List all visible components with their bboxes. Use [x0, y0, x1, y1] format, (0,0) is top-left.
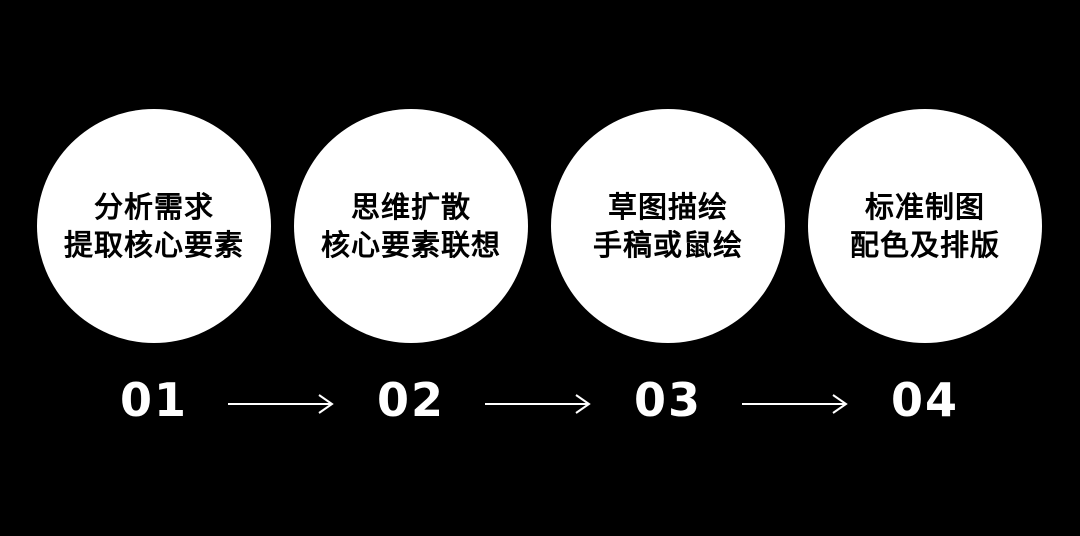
- step-3-subtitle: 手稿或鼠绘: [592, 228, 743, 262]
- step-2-circle: 思维扩散 核心要素联想: [294, 109, 528, 343]
- step-4-subtitle: 配色及排版: [849, 228, 1000, 262]
- step-1-number: 01: [119, 373, 188, 427]
- arrow-right-icon: [742, 394, 848, 414]
- step-3-title: 草图描绘: [607, 190, 728, 224]
- step-4-circle: 标准制图 配色及排版: [808, 109, 1042, 343]
- step-1-circle: 分析需求 提取核心要素: [37, 109, 271, 343]
- step-3-circle: 草图描绘 手稿或鼠绘: [551, 109, 785, 343]
- step-4-number: 04: [890, 373, 959, 427]
- step-1-title: 分析需求: [93, 190, 214, 224]
- step-4-title: 标准制图: [864, 190, 985, 224]
- arrow-right-icon: [485, 394, 591, 414]
- step-2-subtitle: 核心要素联想: [320, 228, 501, 262]
- step-2-number: 02: [376, 373, 445, 427]
- arrow-right-icon: [228, 394, 334, 414]
- step-2-title: 思维扩散: [350, 190, 471, 224]
- step-3-number: 03: [633, 373, 702, 427]
- step-1-subtitle: 提取核心要素: [63, 228, 244, 262]
